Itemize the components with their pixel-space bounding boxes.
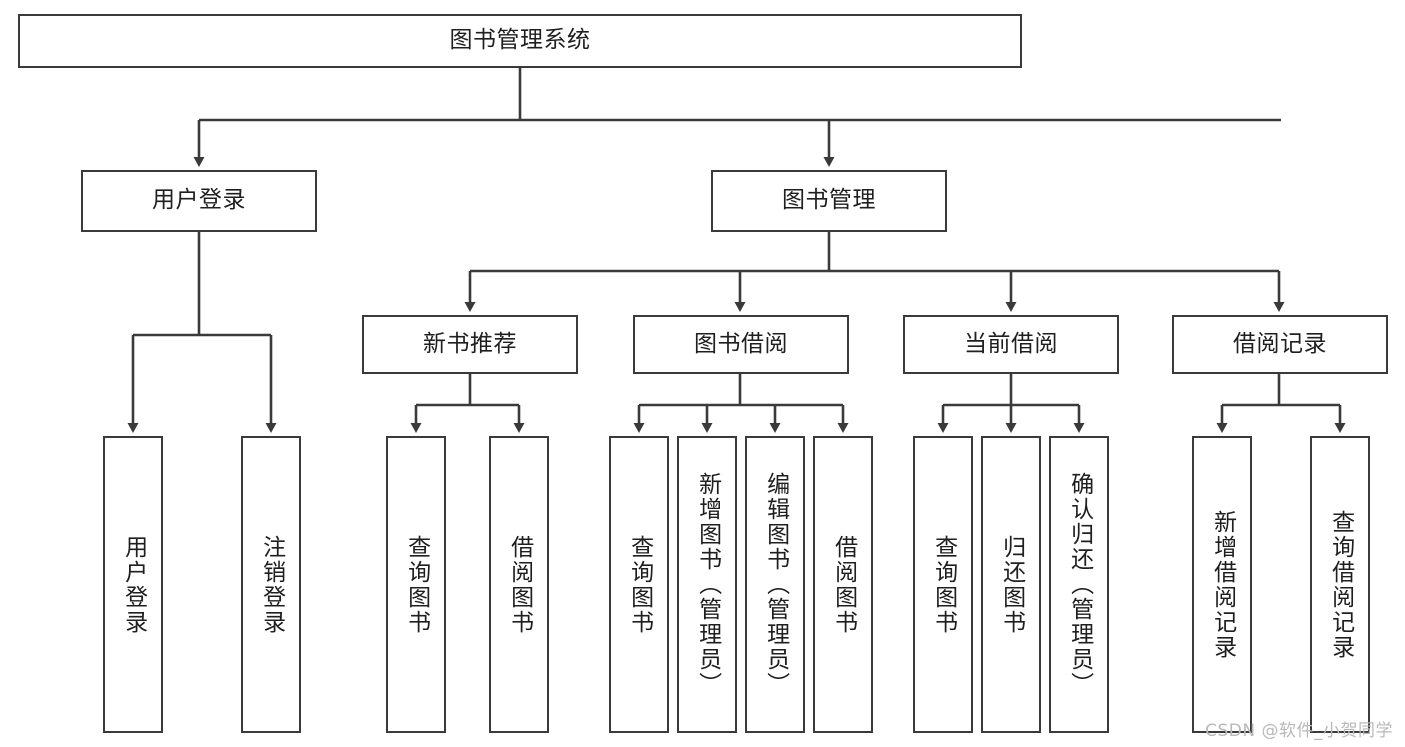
leaf-current-borrow-confirm-return[interactable]: 确认归还（管理员）	[1049, 436, 1109, 733]
node-book-borrow[interactable]: 图书借阅	[633, 315, 849, 374]
node-label: 图书借阅	[694, 330, 788, 357]
leaf-book-borrow-query[interactable]: 查询图书	[609, 436, 669, 733]
watermark-text: CSDN @软件_小贺同学	[1205, 721, 1393, 741]
node-new-book-recommend[interactable]: 新书推荐	[362, 315, 578, 374]
node-label: 注销登录	[258, 534, 285, 635]
leaf-book-borrow-edit[interactable]: 编辑图书（管理员）	[745, 436, 805, 733]
leaf-new-book-borrow[interactable]: 借阅图书	[489, 436, 549, 733]
node-label: 图书管理系统	[449, 27, 591, 54]
node-label: 查询图书	[626, 534, 653, 635]
leaf-user-login-logout[interactable]: 注销登录	[241, 436, 301, 733]
leaf-book-borrow-borrow[interactable]: 借阅图书	[813, 436, 873, 733]
node-label: 新书推荐	[423, 330, 517, 357]
node-label: 新增借阅记录	[1209, 509, 1236, 660]
node-label: 归还图书	[998, 534, 1025, 635]
node-label: 用户登录	[120, 534, 147, 635]
node-label: 借阅图书	[506, 534, 533, 635]
node-borrow-record[interactable]: 借阅记录	[1172, 315, 1388, 374]
node-label: 编辑图书（管理员）	[762, 472, 789, 697]
node-label: 查询图书	[403, 534, 430, 635]
leaf-current-borrow-return[interactable]: 归还图书	[981, 436, 1041, 733]
leaf-borrow-record-query[interactable]: 查询借阅记录	[1310, 436, 1370, 733]
node-label: 查询借阅记录	[1327, 509, 1354, 660]
node-root-system[interactable]: 图书管理系统	[18, 14, 1022, 68]
node-label: 新增图书（管理员）	[694, 472, 721, 697]
node-current-borrow[interactable]: 当前借阅	[903, 315, 1119, 374]
node-label: 查询图书	[930, 534, 957, 635]
leaf-book-borrow-add[interactable]: 新增图书（管理员）	[677, 436, 737, 733]
leaf-borrow-record-add[interactable]: 新增借阅记录	[1192, 436, 1252, 733]
node-user-login[interactable]: 用户登录	[81, 170, 317, 232]
node-label: 确认归还（管理员）	[1066, 472, 1093, 697]
node-label: 当前借阅	[964, 330, 1058, 357]
node-label: 借阅记录	[1233, 330, 1327, 357]
node-label: 借阅图书	[830, 534, 857, 635]
leaf-current-borrow-query[interactable]: 查询图书	[913, 436, 973, 733]
node-label: 用户登录	[152, 187, 246, 214]
node-book-management[interactable]: 图书管理	[711, 170, 947, 232]
node-label: 图书管理	[782, 187, 876, 214]
leaf-new-book-query[interactable]: 查询图书	[386, 436, 446, 733]
leaf-user-login-login[interactable]: 用户登录	[103, 436, 163, 733]
